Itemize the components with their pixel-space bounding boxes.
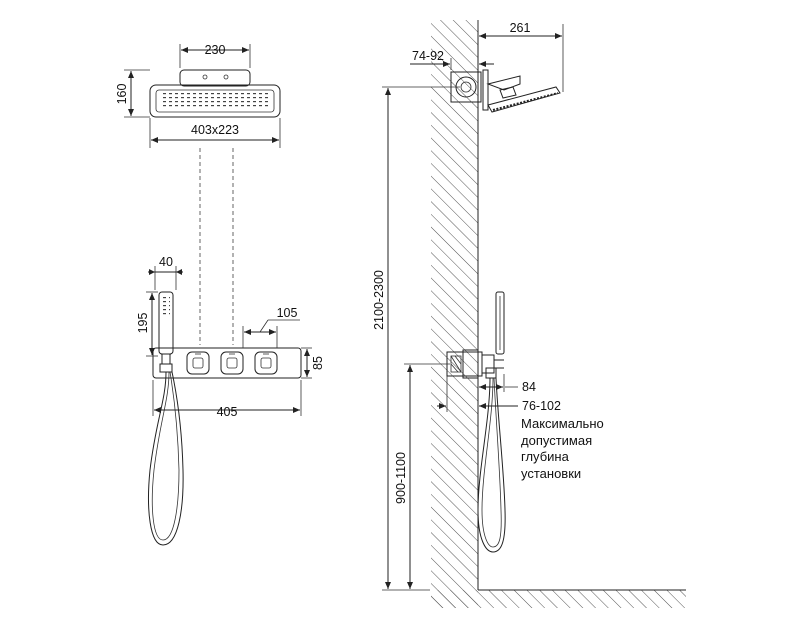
dim-head-size: 403x223 bbox=[149, 118, 281, 148]
overhead-shower-head bbox=[149, 69, 281, 118]
wall bbox=[431, 20, 478, 608]
hose bbox=[148, 371, 184, 546]
dim-head-size-label: 403x223 bbox=[191, 123, 239, 137]
dim-panel-width: 405 bbox=[152, 380, 302, 419]
dim-panel-width-label: 405 bbox=[217, 405, 238, 419]
dim-arm-length-label: 261 bbox=[510, 21, 531, 35]
dim-panel-height: 85 bbox=[301, 347, 325, 379]
dim-mount-height-label: 2100-2300 bbox=[372, 270, 386, 330]
dim-handle-depth-label: 84 bbox=[522, 380, 536, 394]
dim-head-height: 160 bbox=[115, 69, 150, 118]
dim-valve-spacing: 105 bbox=[242, 306, 300, 348]
hand-shower bbox=[148, 291, 184, 546]
dim-hand-height: 195 bbox=[136, 291, 158, 357]
valve-body bbox=[446, 349, 504, 379]
dim-valve-height: 900-1100 bbox=[394, 363, 450, 589]
dim-head-width-label: 230 bbox=[205, 43, 226, 57]
floor bbox=[431, 590, 686, 608]
install-depth-note: Максимально допустимая глубина установки bbox=[521, 416, 604, 481]
dim-valve-spacing-label: 105 bbox=[277, 306, 298, 320]
dim-mount-height: 2100-2300 bbox=[372, 86, 460, 591]
note-line-4: установки bbox=[521, 466, 581, 481]
valve-2 bbox=[220, 351, 244, 375]
side-hand-shower bbox=[477, 291, 506, 553]
note-line-3: глубина bbox=[521, 449, 570, 464]
dim-install-depth: 76-102 bbox=[437, 376, 561, 413]
dim-arm-length: 261 bbox=[477, 20, 564, 92]
dim-handle-depth: 84 bbox=[479, 374, 536, 394]
side-hose bbox=[477, 377, 506, 553]
front-view: 230 160 403x223 bbox=[115, 43, 325, 546]
side-view: 261 74-92 2100-2300 bbox=[372, 20, 686, 608]
dim-hand-height-label: 195 bbox=[136, 313, 150, 334]
valve-1 bbox=[186, 351, 210, 375]
dim-install-depth-label: 76-102 bbox=[522, 399, 561, 413]
dim-wall-depth-top-label: 74-92 bbox=[412, 49, 444, 63]
dim-wall-depth-top: 74-92 bbox=[410, 49, 494, 70]
note-line-1: Максимально bbox=[521, 416, 604, 431]
valve-3 bbox=[254, 351, 278, 375]
dim-head-width: 230 bbox=[179, 43, 251, 68]
dim-valve-height-label: 900-1100 bbox=[394, 452, 408, 504]
dim-hand-width-label: 40 bbox=[159, 255, 173, 269]
note-line-2: допустимая bbox=[521, 433, 592, 448]
control-panel bbox=[152, 347, 302, 379]
side-shower-head bbox=[486, 75, 561, 113]
dim-head-height-label: 160 bbox=[115, 84, 129, 105]
dim-hand-width: 40 bbox=[148, 255, 183, 290]
dim-panel-height-label: 85 bbox=[311, 356, 325, 370]
